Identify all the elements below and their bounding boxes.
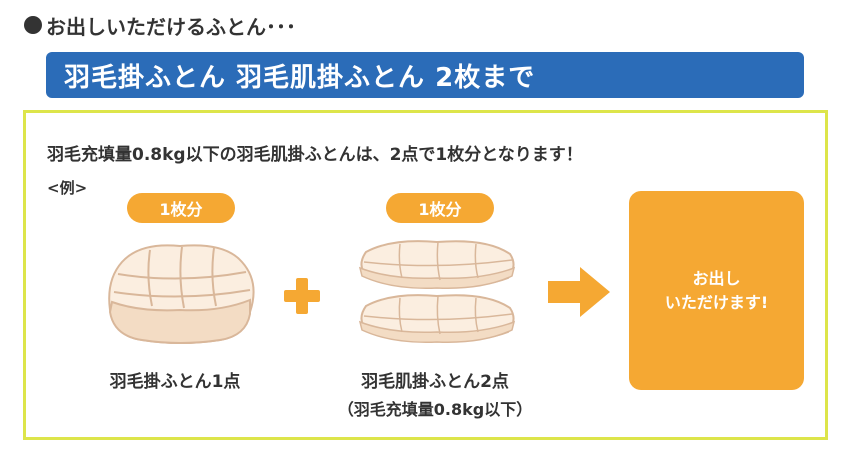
example-label: <例>	[47, 179, 88, 197]
caption-thin-futons: 羽毛肌掛ふとん2点	[361, 372, 509, 392]
badge-one-piece-2: 1枚分	[386, 193, 494, 223]
result-box: お出し いただけます!	[629, 191, 804, 390]
thick-futon-icon	[108, 244, 255, 344]
result-line-1: お出し	[692, 268, 741, 288]
badge-one-piece-1: 1枚分	[127, 193, 235, 223]
section-heading-text: お出しいただけるふとん･･･	[46, 14, 296, 39]
result-line-2: いただけます!	[664, 292, 769, 312]
section-heading: お出しいただけるふとん･･･	[24, 8, 296, 42]
caption-thin-futons-note: （羽毛充填量0.8kg以下）	[337, 400, 533, 419]
bullet-icon	[24, 16, 42, 34]
title-banner: 羽毛掛ふとん 羽毛肌掛ふとん 2枚まで	[46, 52, 804, 98]
right-arrow-icon	[548, 267, 610, 317]
plus-icon	[284, 278, 320, 314]
intro-text: 羽毛充填量0.8kg以下の羽毛肌掛ふとんは、2点で1枚分となります！	[47, 145, 583, 165]
thin-futons-icon	[358, 240, 516, 343]
caption-thick-futon: 羽毛掛ふとん1点	[109, 372, 241, 392]
title-banner-text: 羽毛掛ふとん 羽毛肌掛ふとん 2枚まで	[64, 62, 536, 93]
